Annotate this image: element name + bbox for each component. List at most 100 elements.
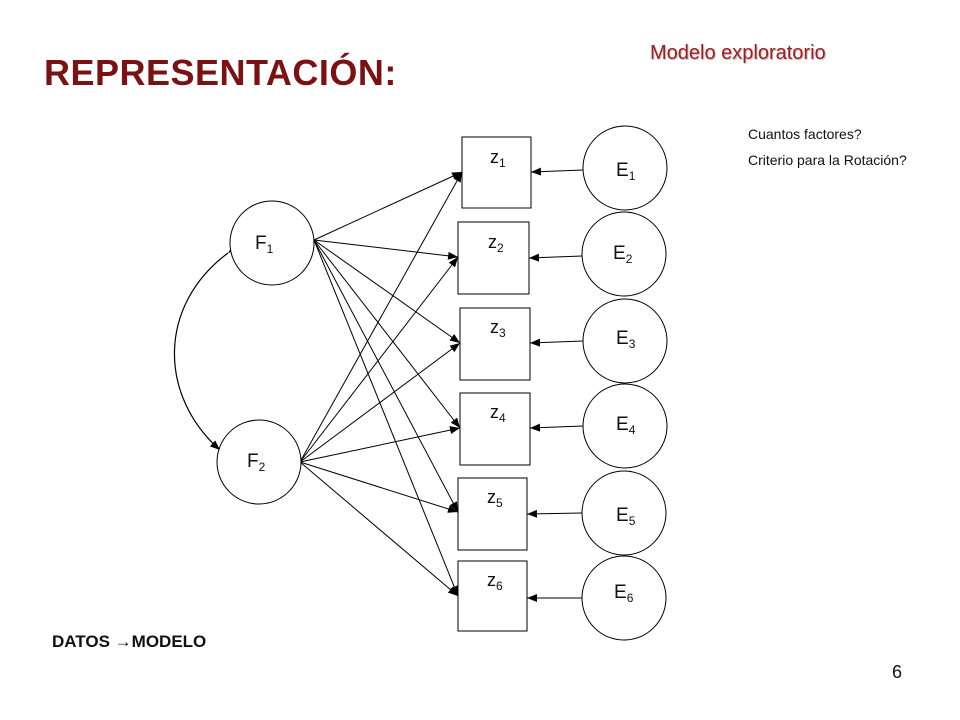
factor-f1: F1	[229, 200, 315, 286]
variable-z6: z6	[457, 560, 528, 632]
loading-f1-z5	[313, 239, 459, 513]
page-number: 6	[892, 662, 903, 682]
variable-z1-label: z1	[490, 147, 506, 170]
error-e6-circle	[581, 555, 667, 641]
factor-f1-subscript: 1	[267, 242, 274, 256]
right-arrow-icon: →	[114, 632, 132, 651]
variable-z2: z2	[457, 221, 530, 295]
variable-z5: z5	[457, 477, 528, 551]
error-e2: E2	[581, 211, 667, 297]
note-rotation-question: Criterio para la Rotación?	[748, 152, 907, 168]
error-e6-subscript: 6	[627, 591, 634, 605]
error-e6-letter: E	[614, 582, 627, 603]
variable-z2-letter: z	[488, 232, 497, 252]
error-path-5	[526, 509, 583, 518]
error-paths	[526, 167, 584, 602]
footer-modelo-label: MODELO	[131, 632, 207, 651]
variable-z6-letter: z	[487, 570, 496, 590]
factor-f2-subscript: 2	[259, 460, 266, 474]
error-e1-letter: E	[616, 160, 629, 181]
subtitle: Modelo exploratorio	[650, 42, 826, 64]
error-path-1	[530, 167, 584, 176]
variable-z3-label: z3	[490, 317, 506, 340]
variable-z6-subscript: 6	[496, 579, 503, 593]
error-e3-subscript: 3	[629, 337, 636, 351]
loading-f1-z4	[313, 239, 461, 429]
error-e6-label: E6	[614, 582, 634, 605]
factor-f2: F2	[216, 419, 302, 505]
error-e2-letter: E	[613, 243, 626, 264]
variable-z5-label: z5	[487, 487, 503, 510]
factor-f2-circle	[216, 419, 302, 505]
variable-z5-subscript: 5	[496, 496, 503, 510]
variable-z6-label: z6	[487, 570, 503, 593]
variable-z4-label: z4	[490, 402, 506, 425]
error-e6: E6	[581, 555, 667, 641]
error-e3-letter: E	[616, 328, 629, 349]
factor-f2-label: F2	[247, 451, 266, 474]
error-e3: E3	[582, 298, 668, 384]
variable-z4-letter: z	[490, 402, 499, 422]
loading-f1-z3	[313, 239, 461, 344]
loading-f2-z2	[299, 256, 459, 463]
variable-z5-box	[457, 477, 528, 551]
error-e3-circle	[582, 298, 668, 384]
error-e3-label: E3	[616, 328, 636, 351]
variable-z4: z4	[459, 392, 531, 466]
variable-z6-box	[457, 560, 528, 632]
loadings-f1	[313, 171, 463, 597]
variable-z2-subscript: 2	[497, 241, 504, 255]
error-e5: E5	[581, 470, 667, 556]
factor-f1-label: F1	[255, 233, 274, 256]
loading-f2-z4	[299, 426, 461, 463]
variable-z3-subscript: 3	[499, 326, 506, 340]
error-e4-letter: E	[616, 414, 629, 435]
loading-f1-z2	[313, 239, 459, 260]
factor-f2-letter: F	[247, 451, 259, 472]
error-e1: E1	[582, 125, 668, 211]
variable-z1: z1	[461, 136, 532, 209]
error-path-2	[528, 253, 583, 262]
variable-z3: z3	[459, 307, 531, 381]
note-factors-question: Cuantos factores?	[748, 126, 862, 142]
error-e2-circle	[581, 211, 667, 297]
error-e1-subscript: 1	[629, 169, 636, 183]
error-e2-label: E2	[613, 243, 633, 266]
error-e4: E4	[582, 383, 668, 469]
error-path-4	[529, 423, 584, 432]
error-e2-subscript: 2	[626, 252, 633, 266]
error-e5-letter: E	[616, 505, 629, 526]
error-e5-circle	[581, 470, 667, 556]
variable-z3-box	[459, 307, 531, 381]
error-e4-circle	[582, 383, 668, 469]
factor-f1-circle	[229, 200, 315, 286]
variable-z2-box	[457, 221, 530, 295]
page-title: REPRESENTACIÓN:	[44, 52, 397, 93]
variable-z1-letter: z	[490, 147, 499, 167]
footer-datos-label: DATOS	[52, 632, 115, 651]
variable-z1-subscript: 1	[499, 156, 506, 170]
factor-covariance-arc	[173, 243, 239, 451]
factor-f1-letter: F	[255, 233, 267, 254]
loading-f2-z5	[299, 461, 459, 513]
variable-z2-label: z2	[488, 232, 504, 255]
error-e1-circle	[582, 125, 668, 211]
error-e4-label: E4	[616, 414, 636, 437]
notes: Cuantos factores? Criterio para la Rotac…	[748, 124, 907, 176]
loading-f1-z1	[313, 171, 463, 241]
error-e4-subscript: 4	[629, 423, 636, 437]
loading-f1-z6	[313, 239, 459, 597]
variable-z4-box	[459, 392, 531, 466]
variable-z3-letter: z	[490, 317, 499, 337]
error-e5-label: E5	[616, 505, 636, 528]
error-e5-subscript: 5	[629, 514, 636, 528]
footer-data-model: DATOS →MODELO	[52, 632, 206, 652]
error-path-3	[529, 338, 584, 347]
error-e1-label: E1	[616, 160, 636, 183]
loading-f2-z3	[299, 342, 461, 463]
loading-f2-z6	[299, 461, 459, 597]
loadings-f2	[299, 171, 463, 597]
variable-z1-box	[461, 136, 532, 209]
variable-z5-letter: z	[487, 487, 496, 507]
